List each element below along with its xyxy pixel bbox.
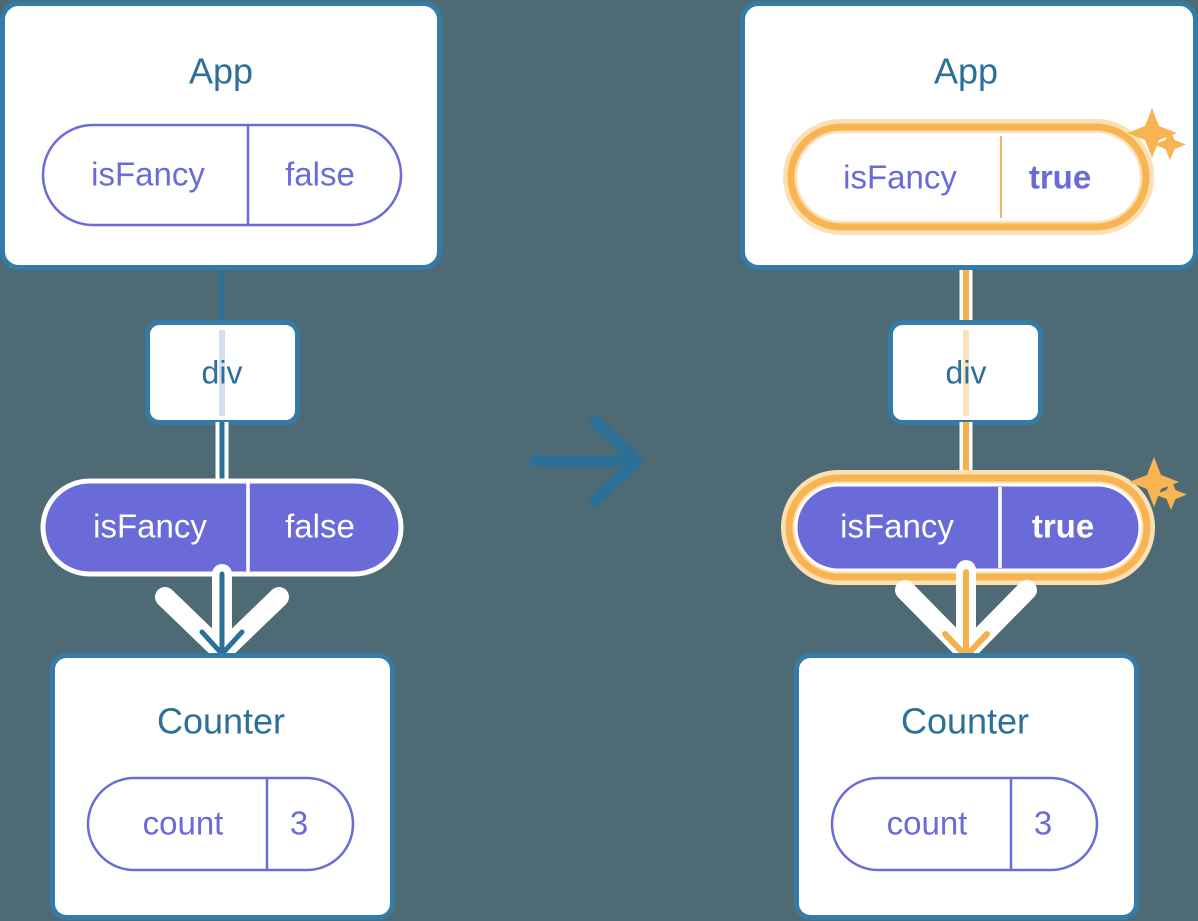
counter-state-pill-value: 3 [290, 805, 308, 842]
app-state-pill-key: isFancy [91, 156, 205, 193]
sparkle-small-icon [1154, 129, 1186, 160]
div-card-title: div [202, 354, 243, 390]
counter-state-pill-key-after: count [887, 805, 968, 842]
panel-after: App isFancy true div [740, 1, 1198, 920]
app-state-pill-ring-after [787, 123, 1150, 231]
app-state-pill-value-after: true [1029, 159, 1091, 196]
app-state-pill-value: false [285, 156, 355, 193]
prop-pill-key-after: isFancy [840, 508, 954, 545]
app-card-title-after: App [934, 51, 998, 92]
counter-card-title-after: Counter [901, 701, 1029, 742]
prop-pill-value: false [285, 508, 355, 545]
sparkle-large-icon [1127, 108, 1177, 158]
app-card-title: App [189, 51, 253, 92]
sparkle-group-app [1127, 108, 1186, 160]
counter-state-pill [86, 776, 355, 872]
panel-before: App isFancy false div isFancy false [0, 1, 442, 920]
prop-pill-value-after: true [1032, 508, 1094, 545]
sparkle-group-prop [1129, 457, 1187, 510]
sparkle-large-icon-2 [1129, 457, 1179, 507]
sparkle-small-icon-2 [1155, 479, 1187, 510]
app-state-pill [41, 123, 403, 227]
app-state-pill-after [797, 133, 1140, 221]
counter-state-pill-after [830, 776, 1099, 872]
counter-state-pill-value-after: 3 [1034, 805, 1052, 842]
prop-pill-key: isFancy [93, 508, 207, 545]
counter-state-pill-key: count [143, 805, 224, 842]
app-state-pill-key-after: isFancy [843, 159, 957, 196]
div-card-title-after: div [946, 354, 987, 390]
transition-arrow-icon [529, 415, 643, 507]
counter-card-title: Counter [157, 701, 285, 742]
